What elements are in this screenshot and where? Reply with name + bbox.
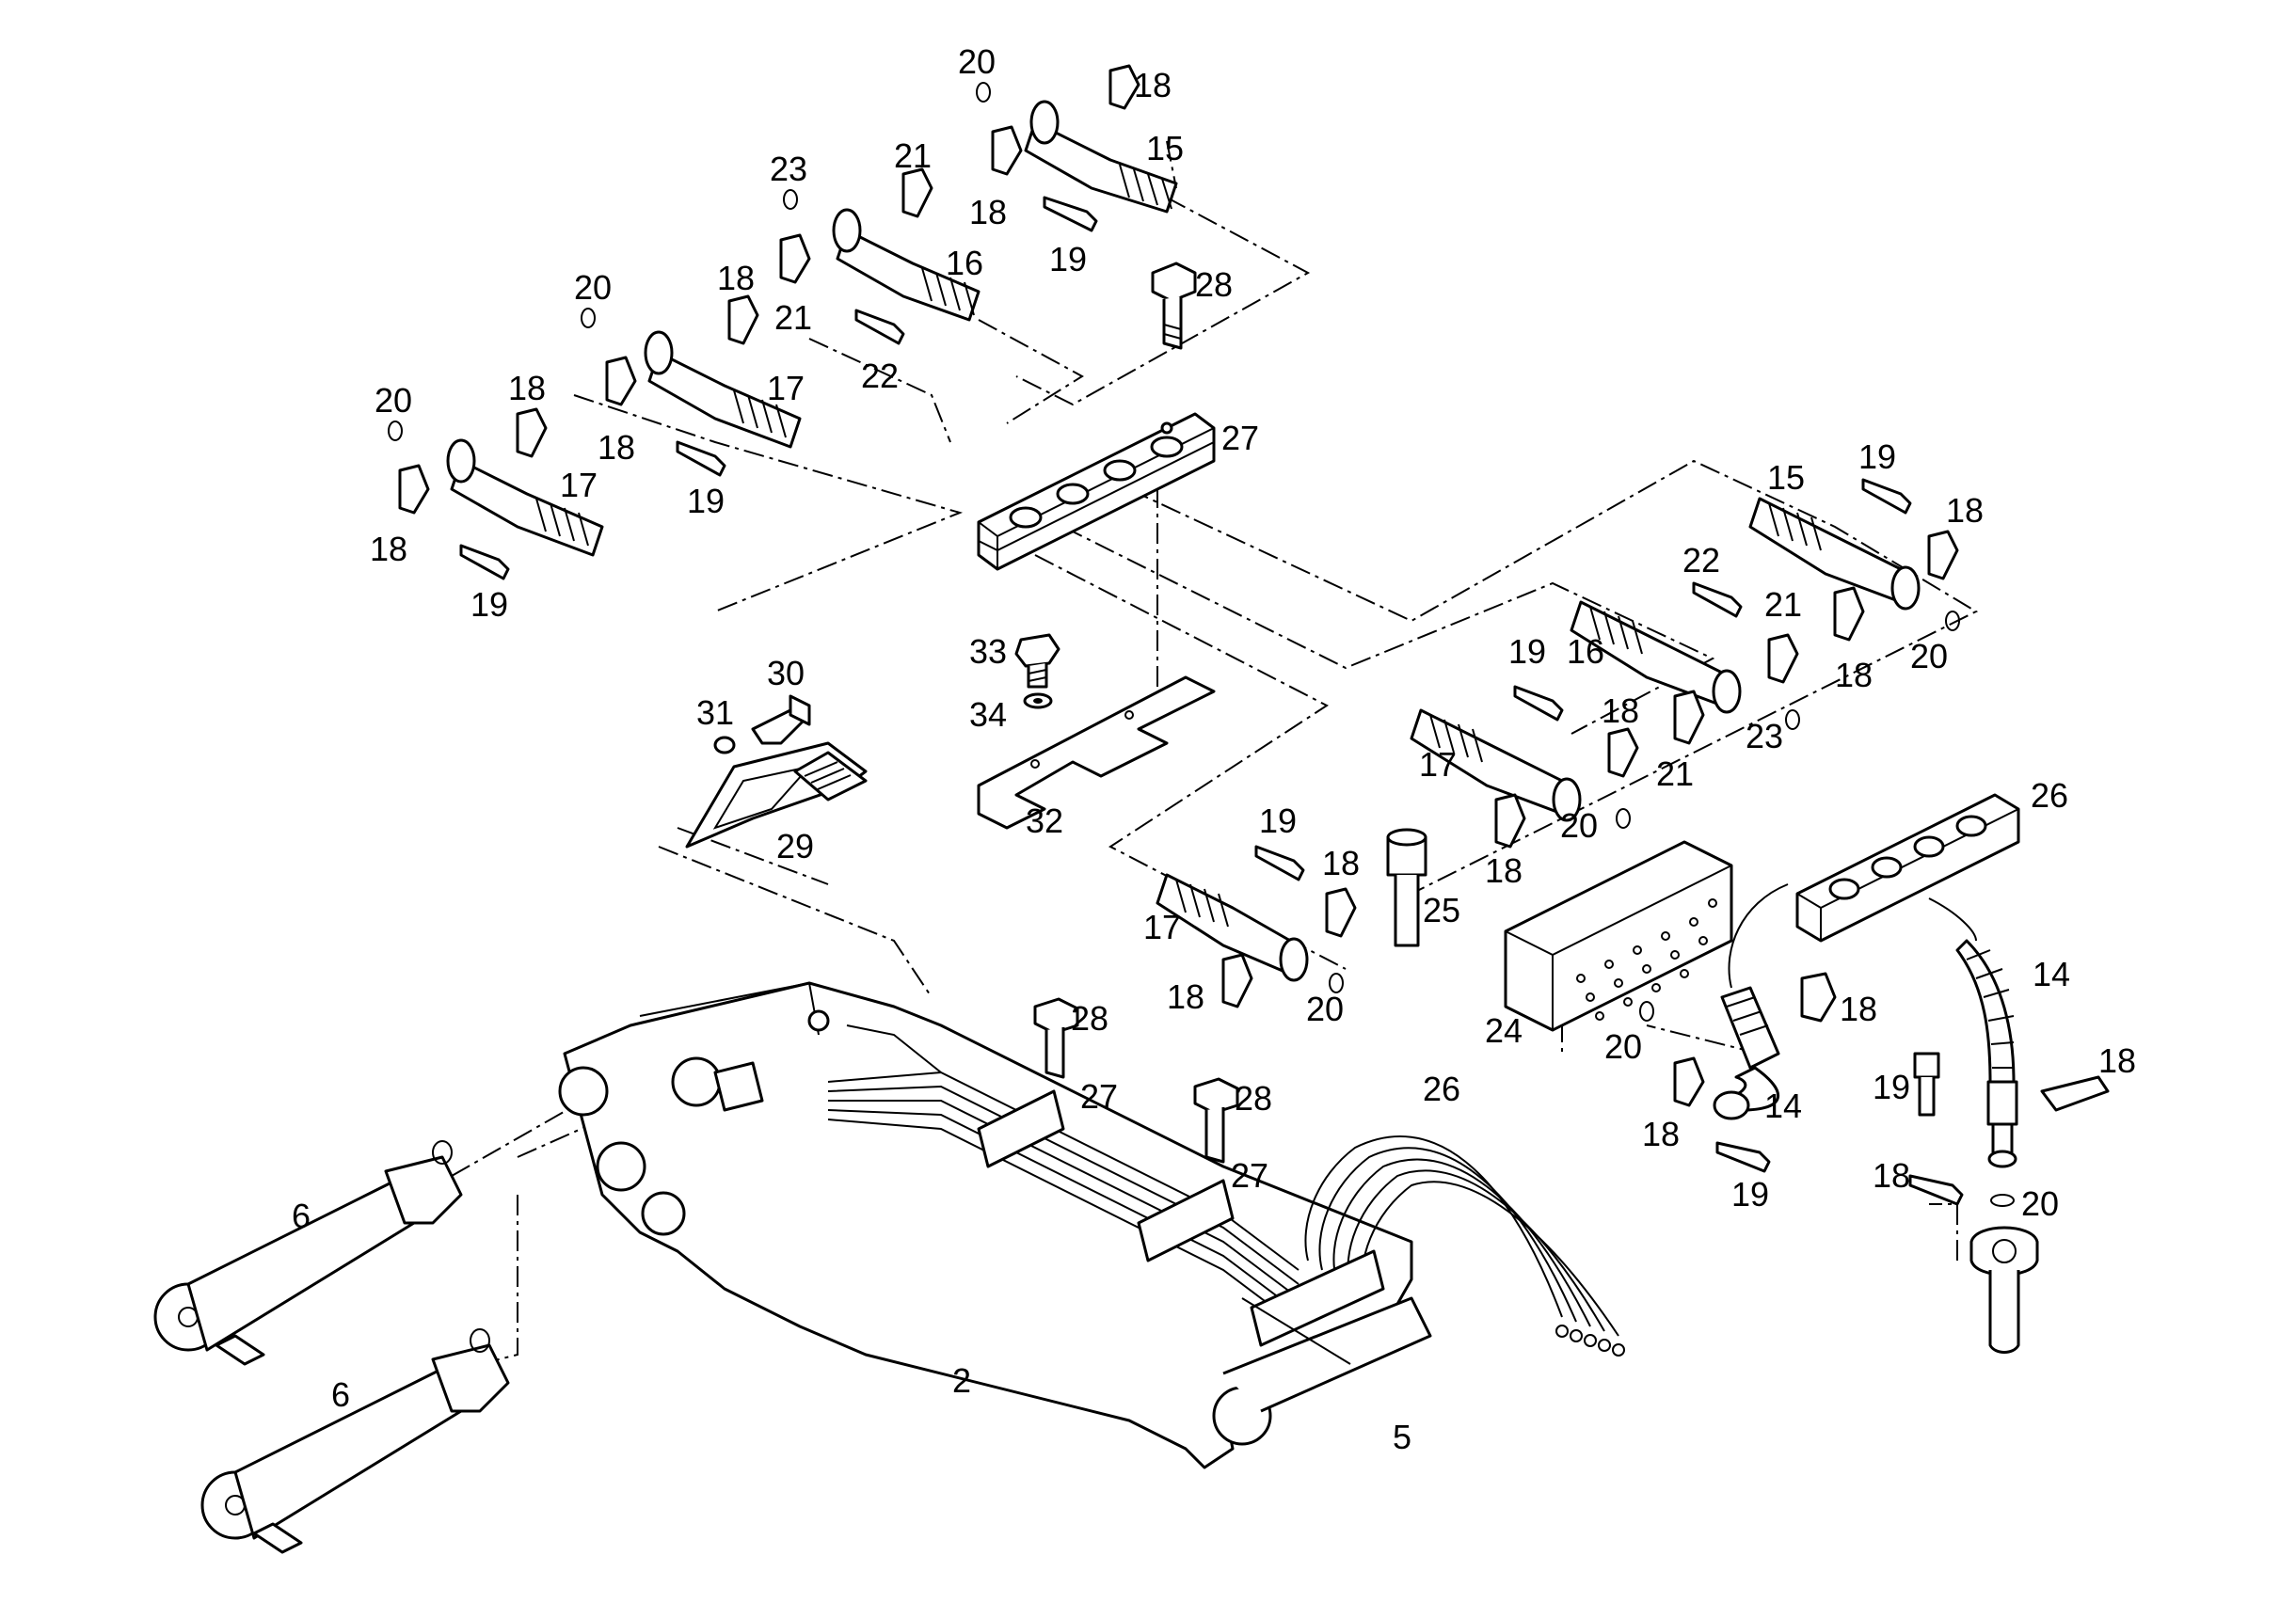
callout-18: 18 xyxy=(1485,851,1523,890)
callout-17: 17 xyxy=(1143,908,1181,946)
callout-25: 25 xyxy=(1423,891,1460,929)
callout-27: 27 xyxy=(1221,419,1259,457)
clamp-block-26-right xyxy=(1795,793,2020,943)
bolt-28-top xyxy=(1151,262,1197,350)
callout-18: 18 xyxy=(370,530,407,568)
callout-20: 20 xyxy=(1306,990,1344,1028)
callout-20: 20 xyxy=(1560,806,1598,845)
callout-14: 14 xyxy=(1764,1087,1802,1125)
hose-fitting-16-top xyxy=(779,167,981,345)
callout-26: 26 xyxy=(1423,1070,1460,1108)
callout-33: 33 xyxy=(969,632,1007,671)
callout-17: 17 xyxy=(1419,745,1457,784)
bracket-29 xyxy=(685,741,868,849)
callout-28: 28 xyxy=(1235,1079,1272,1118)
callout-28: 28 xyxy=(1195,265,1233,304)
clamp-block-27-top xyxy=(977,412,1216,571)
callout-15: 15 xyxy=(1146,129,1184,167)
callout-19: 19 xyxy=(687,482,725,520)
callout-29: 29 xyxy=(776,827,814,865)
callout-16: 16 xyxy=(1567,632,1604,671)
hose-fitting-15-top xyxy=(976,64,1178,232)
leader-5 xyxy=(1241,1297,1351,1365)
callout-18: 18 xyxy=(717,259,755,297)
callout-21: 21 xyxy=(894,136,932,175)
callout-26: 26 xyxy=(2031,776,2068,815)
callout-31: 31 xyxy=(696,693,734,732)
callout-20: 20 xyxy=(1604,1027,1642,1066)
callout-18: 18 xyxy=(1134,66,1172,104)
hose-fitting-17-upper xyxy=(581,294,802,477)
callout-22: 22 xyxy=(861,357,899,395)
callout-28: 28 xyxy=(1071,999,1108,1038)
plate-32 xyxy=(977,675,1216,830)
callout-22: 22 xyxy=(1682,541,1720,579)
hose-14-vertical xyxy=(1928,897,2039,1354)
callout-20: 20 xyxy=(958,42,996,81)
hose-fitting-16-right xyxy=(1570,581,1800,745)
hose-fitting-17-left xyxy=(388,407,604,580)
callout-18: 18 xyxy=(2098,1041,2136,1080)
callout-20: 20 xyxy=(375,381,412,420)
bolt-30 xyxy=(713,694,811,754)
callout-16: 16 xyxy=(946,244,983,282)
bolt-28-boom-a xyxy=(1033,997,1079,1079)
bolt-28-boom-b xyxy=(1193,1077,1239,1164)
callout-21: 21 xyxy=(1656,754,1694,793)
callout-labels: 20 18 15 18 19 21 23 16 18 21 22 28 20 1… xyxy=(292,42,2136,1456)
callout-21: 21 xyxy=(1764,585,1802,624)
callout-20: 20 xyxy=(2021,1184,2059,1223)
callout-23: 23 xyxy=(770,150,807,188)
callout-30: 30 xyxy=(767,654,805,692)
callout-18: 18 xyxy=(969,193,1007,231)
small-fittings-right xyxy=(1639,972,2110,1206)
callout-18: 18 xyxy=(1946,491,1984,530)
callout-19: 19 xyxy=(1873,1068,1910,1106)
callout-18: 18 xyxy=(1602,691,1639,730)
callout-18: 18 xyxy=(598,428,635,467)
callout-17: 17 xyxy=(560,466,598,504)
callout-24: 24 xyxy=(1485,1011,1523,1050)
bolt-33 xyxy=(1014,633,1060,709)
bolt-25 xyxy=(1386,828,1427,947)
hose-fitting-15-right xyxy=(1748,478,1960,642)
callout-19: 19 xyxy=(1049,240,1087,278)
callout-14: 14 xyxy=(2033,955,2070,993)
callout-15: 15 xyxy=(1767,458,1805,497)
callout-32: 32 xyxy=(1026,802,1063,840)
callout-21: 21 xyxy=(774,298,812,337)
callout-20: 20 xyxy=(1910,637,1948,675)
callout-19: 19 xyxy=(1858,437,1896,476)
pin-6-upper xyxy=(153,1140,463,1366)
hose-14-bent xyxy=(1713,883,1789,1120)
pin-6-lower xyxy=(200,1328,510,1554)
callout-27: 27 xyxy=(1231,1156,1268,1195)
hose-fitting-17-right-upper xyxy=(1410,685,1639,849)
callout-19: 19 xyxy=(1259,802,1297,840)
callout-18: 18 xyxy=(1322,844,1360,882)
callout-23: 23 xyxy=(1746,717,1783,755)
callout-20: 20 xyxy=(574,268,612,307)
callout-18: 18 xyxy=(1642,1115,1680,1153)
callout-19: 19 xyxy=(1508,632,1546,671)
hose-fitting-17-right-lower xyxy=(1156,845,1357,1008)
callout-18: 18 xyxy=(1167,977,1204,1016)
callout-19: 19 xyxy=(1731,1175,1769,1214)
callout-34: 34 xyxy=(969,695,1007,734)
callout-2: 2 xyxy=(952,1361,971,1400)
boom-2 xyxy=(558,981,1432,1469)
callout-6: 6 xyxy=(292,1197,311,1235)
hose-bundle xyxy=(827,1071,1625,1357)
callout-17: 17 xyxy=(767,369,805,407)
manifold-block-24 xyxy=(1504,840,1733,1032)
callout-18: 18 xyxy=(1873,1156,1910,1195)
callout-18: 18 xyxy=(1835,656,1873,694)
callout-27: 27 xyxy=(1080,1077,1118,1116)
callout-18: 18 xyxy=(508,369,546,407)
callout-5: 5 xyxy=(1393,1418,1411,1456)
callout-19: 19 xyxy=(470,585,508,624)
callout-6: 6 xyxy=(331,1375,350,1414)
callout-18: 18 xyxy=(1840,990,1877,1028)
